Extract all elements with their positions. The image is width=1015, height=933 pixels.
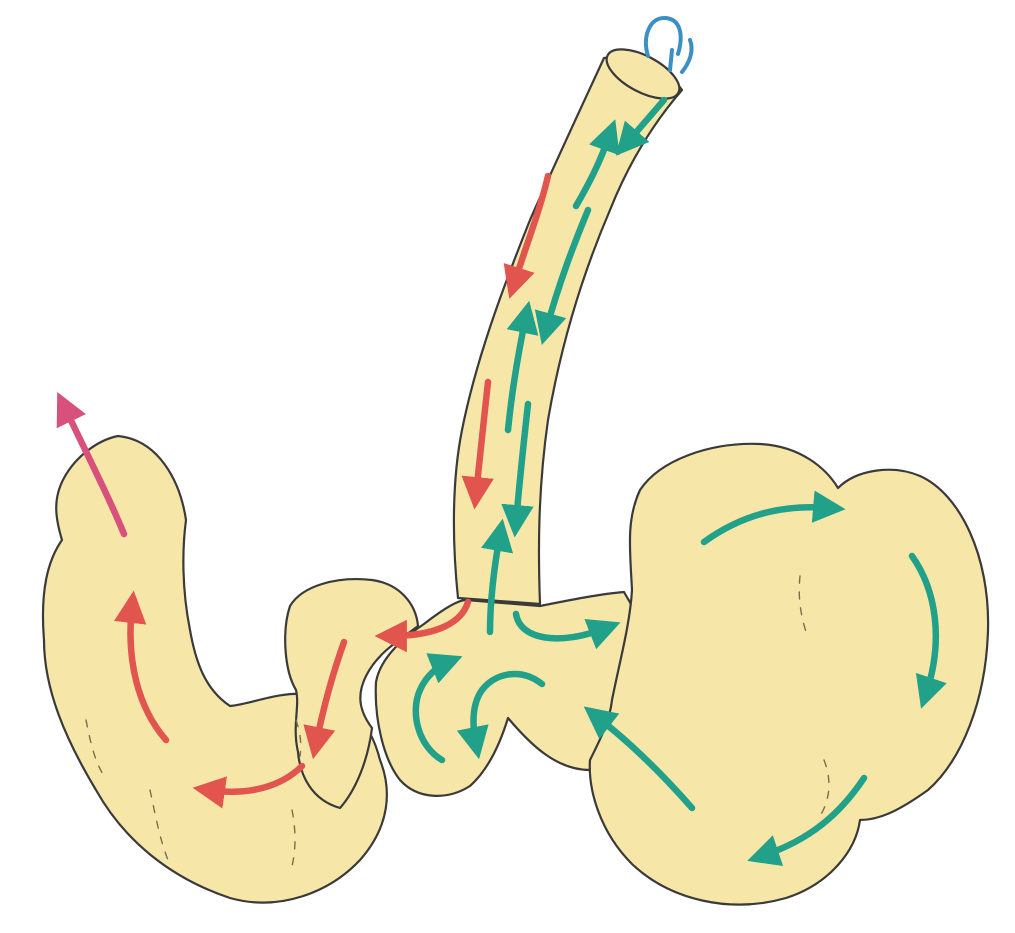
- digestive-tract-flow-diagram: [0, 0, 1015, 933]
